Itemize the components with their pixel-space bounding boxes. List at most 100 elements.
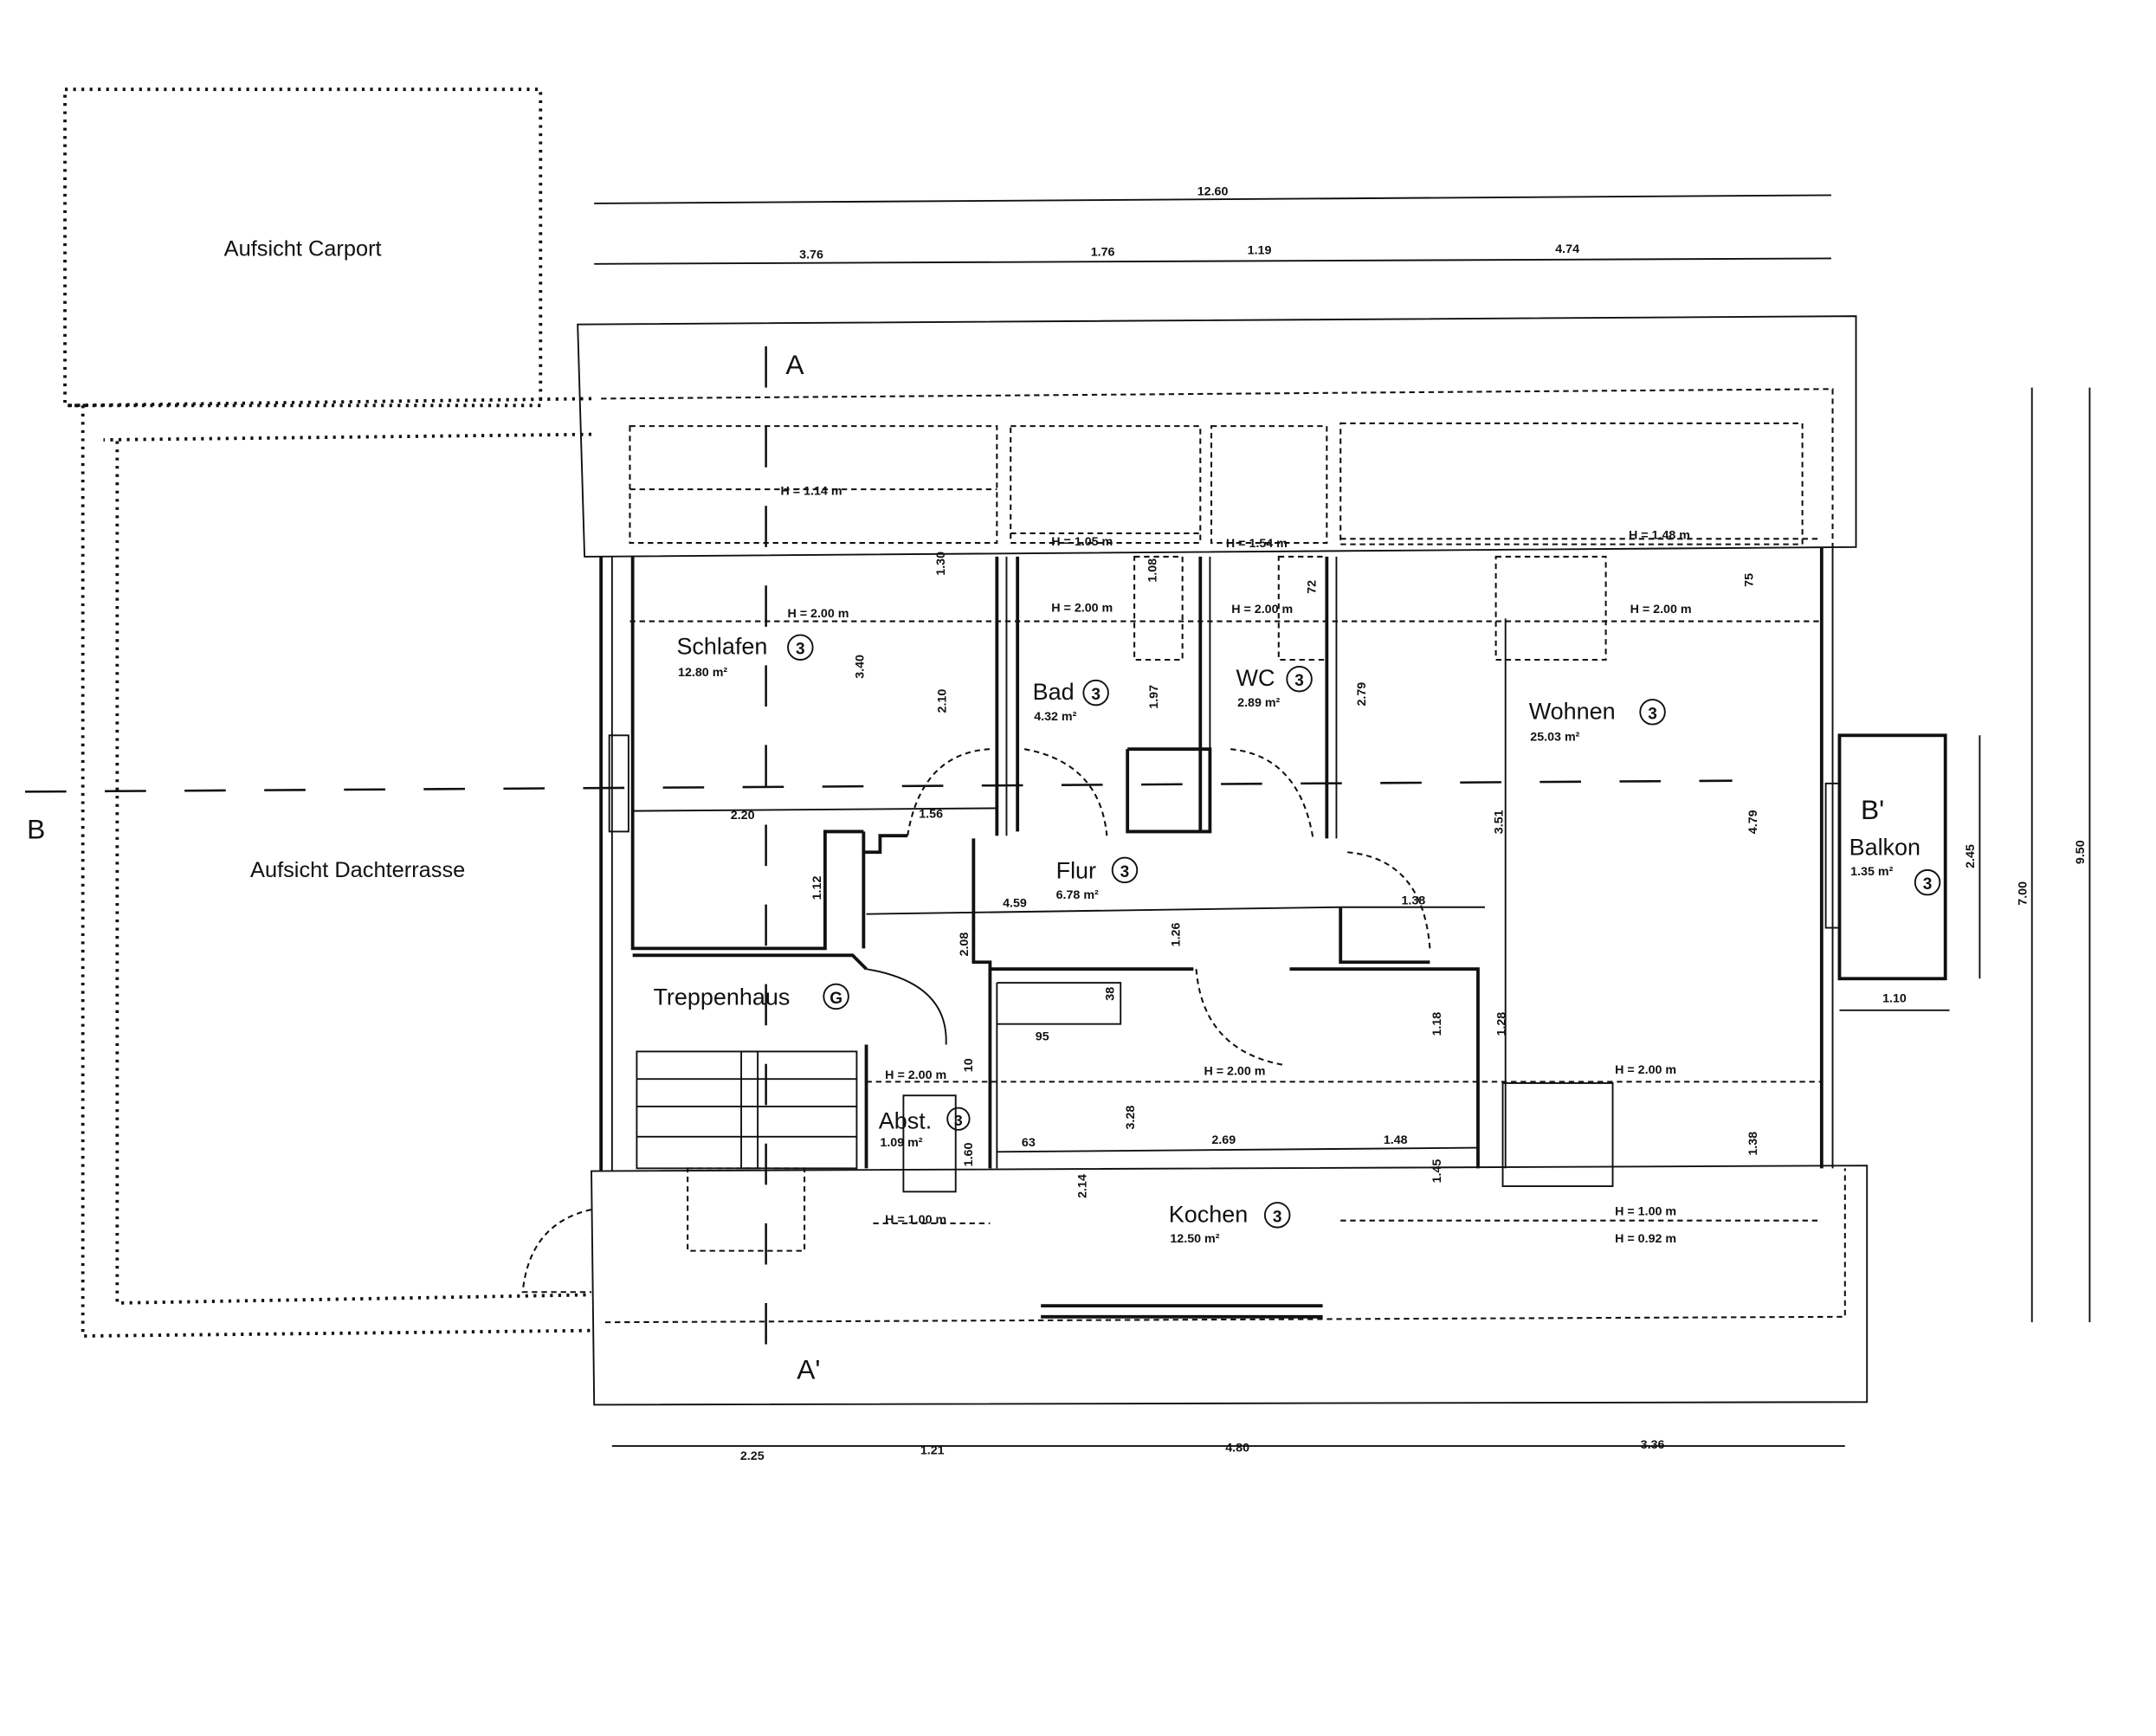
height-label: H = 1.00 m [1615, 1204, 1676, 1218]
room-bad: Bad 3 4.32 m² [1033, 679, 1109, 724]
dim-inner: 3.40 [853, 655, 867, 679]
room-area: 2.89 m² [1237, 696, 1280, 710]
carport-label: Aufsicht Carport [224, 236, 382, 261]
dim-inner: 1.38 [1401, 894, 1425, 908]
room-treppenhaus: Treppenhaus G [653, 983, 849, 1010]
height-label: H = 2.00 m [885, 1068, 946, 1082]
dim-inner: 1.26 [1169, 923, 1183, 947]
dim-bottom: 4.80 [1225, 1441, 1249, 1455]
dim-inner: 2.79 [1355, 682, 1369, 707]
room-area: 12.50 m² [1170, 1232, 1219, 1246]
dim-inner: 2.20 [731, 809, 755, 823]
dim-inner: 3.28 [1124, 1106, 1138, 1130]
terrace-overlay: Aufsicht Dachterrasse [68, 397, 592, 1338]
room-flur: Flur 3 6.78 m² [1056, 856, 1139, 902]
room-abstellraum: Abst. 3 1.09 m² [879, 1107, 971, 1150]
height-label: H = 2.00 m [787, 607, 849, 621]
dim-inner: 1.97 [1147, 685, 1161, 709]
balcony [1837, 733, 1947, 981]
dim-inner: 95 [1036, 1030, 1049, 1044]
room-name: WC [1236, 665, 1275, 691]
room-area: 25.03 m² [1530, 731, 1579, 745]
section-a-prime-label: A' [797, 1353, 820, 1384]
height-labels: H = 1.14 m H = 1.05 m H = 1.54 m H = 1.4… [781, 484, 1692, 1246]
outer-walls [599, 546, 1841, 1319]
dim-bottom: 1.21 [920, 1444, 945, 1458]
dim-balcony: 1.10 [1882, 991, 1907, 1005]
dim-inner: 1.56 [919, 808, 943, 822]
height-label: H = 2.00 m [1204, 1064, 1265, 1078]
section-b-label: B [27, 813, 45, 844]
dim-right: 7.00 [2016, 881, 2030, 906]
room-badge: 3 [1091, 686, 1101, 704]
dim-inner: 1.48 [1384, 1133, 1408, 1147]
room-name: Balkon [1849, 834, 1920, 860]
dim-bottom: 3.36 [1641, 1438, 1665, 1452]
room-area: 12.80 m² [678, 666, 727, 680]
dim-inner: 1.38 [1746, 1132, 1760, 1156]
room-kochen: Kochen 3 12.50 m² [1169, 1201, 1291, 1246]
section-b-prime-label: B' [1861, 794, 1884, 825]
dim-top: 1.19 [1248, 244, 1272, 258]
room-badge: 3 [954, 1112, 963, 1129]
dim-top: 1.76 [1091, 245, 1115, 259]
room-name: Schlafen [676, 634, 767, 660]
dimension-labels: 12.60 3.76 1.76 1.19 4.74 2.25 1.21 4.80… [731, 184, 2088, 1462]
room-badge: 3 [1923, 875, 1933, 894]
section-lines: B B' A A' [24, 346, 1884, 1384]
dim-inner: 1.18 [1430, 1012, 1444, 1036]
height-label: H = 1.00 m [885, 1213, 946, 1227]
room-badge: 3 [1294, 672, 1304, 690]
section-a-label: A [785, 349, 804, 380]
terrace-label: Aufsicht Dachterrasse [250, 858, 465, 882]
room-badge: G [829, 990, 842, 1008]
room-name: Flur [1056, 857, 1096, 883]
room-area: 6.78 m² [1056, 888, 1099, 902]
dim-bottom: 2.25 [740, 1449, 765, 1463]
dim-inner: 3.51 [1493, 810, 1507, 834]
room-badge: 3 [1648, 705, 1657, 723]
dim-inner: 2.14 [1076, 1174, 1090, 1198]
height-label: H = 1.14 m [781, 484, 842, 498]
room-wc: WC 3 2.89 m² [1236, 665, 1313, 710]
room-wohnen: Wohnen 3 25.03 m² [1529, 698, 1666, 745]
roof-lower [591, 1165, 1869, 1406]
room-badge: 3 [1120, 863, 1130, 881]
height-label: H = 2.00 m [1231, 603, 1293, 616]
room-name: Wohnen [1529, 698, 1616, 724]
dim-inner: 38 [1103, 987, 1117, 1001]
room-area: 1.35 m² [1850, 865, 1893, 879]
height-label: H = 2.00 m [1630, 603, 1692, 616]
height-label: H = 1.54 m [1226, 537, 1288, 551]
room-name: Treppenhaus [653, 984, 790, 1010]
dim-inner: 1.28 [1495, 1012, 1509, 1036]
stairs [636, 1050, 858, 1252]
dim-inner: 10 [962, 1058, 976, 1072]
height-lines [629, 488, 1822, 1224]
dim-inner: 63 [1022, 1136, 1036, 1150]
dim-inner: 75 [1742, 573, 1756, 587]
dim-inner: 1.45 [1430, 1159, 1444, 1184]
height-label: H = 2.00 m [1615, 1063, 1676, 1077]
doors [521, 748, 1431, 1294]
room-area: 1.09 m² [880, 1136, 922, 1150]
interior-walls [630, 555, 1614, 1193]
height-label: H = 1.05 m [1051, 535, 1113, 549]
dim-inner: 4.79 [1746, 810, 1760, 834]
dim-inner: 72 [1306, 580, 1320, 594]
dim-top: 4.74 [1555, 242, 1579, 256]
dim-inner: 2.69 [1211, 1133, 1236, 1147]
dim-right: 9.50 [2074, 840, 2088, 864]
height-label: H = 1.48 m [1629, 528, 1690, 542]
dim-inner: 1.60 [962, 1143, 976, 1167]
dim-top-total: 12.60 [1197, 184, 1229, 198]
dim-top: 3.76 [799, 248, 823, 261]
room-name: Abst. [879, 1107, 932, 1133]
height-label: H = 2.00 m [1051, 601, 1113, 615]
room-area: 4.32 m² [1034, 710, 1076, 724]
dim-inner: 2.08 [958, 933, 971, 957]
height-label: H = 0.92 m [1615, 1232, 1676, 1246]
room-balkon: Balkon 1.35 m² 3 [1849, 834, 1941, 896]
room-schlafen: Schlafen 3 12.80 m² [676, 634, 814, 680]
